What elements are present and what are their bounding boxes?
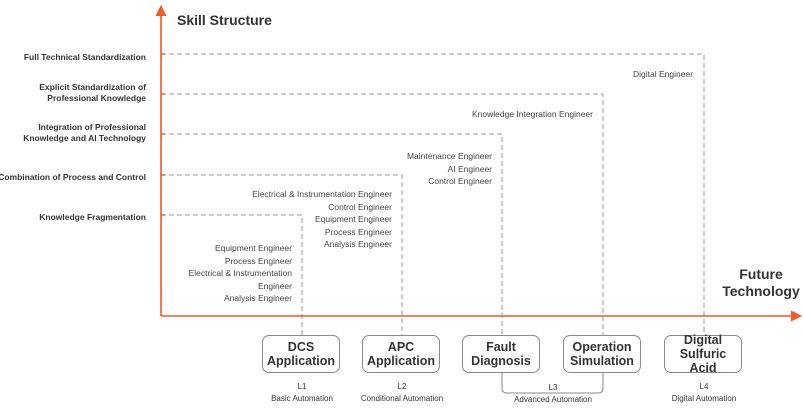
guide-line-simulation bbox=[161, 93, 604, 335]
role-item: Process Engineer bbox=[224, 255, 292, 266]
x-axis-title: Future Technology bbox=[718, 266, 804, 300]
role-item: Process Engineer bbox=[324, 226, 392, 237]
role-item: Equipment Engineer bbox=[314, 214, 392, 224]
role-item: AI Engineer bbox=[447, 163, 492, 174]
role-list-fault: Maintenance Engineer AI Engineer Control… bbox=[407, 150, 492, 188]
role-item: Equipment Engineer bbox=[214, 243, 292, 253]
role-item: Maintenance Engineer bbox=[406, 151, 492, 161]
role-item: Electrical & Instrumentation Engineer bbox=[252, 189, 392, 199]
role-list-dcs: Equipment Engineer Process Engineer Elec… bbox=[189, 242, 292, 305]
role-item: Engineer bbox=[257, 280, 292, 291]
skill-level-label: Knowledge Fragmentation bbox=[39, 212, 146, 222]
guide-line-l1 bbox=[161, 214, 303, 335]
role-item: Control Engineer bbox=[328, 201, 392, 212]
y-axis-title: Skill Structure bbox=[177, 12, 272, 28]
x-axis-title-line1: Future bbox=[739, 266, 783, 282]
guide-line-digital bbox=[161, 53, 705, 335]
role-item: Control Engineer bbox=[428, 176, 492, 186]
guide-line-fault bbox=[161, 133, 503, 335]
skill-level-label: Integration of Professional Knowledge an… bbox=[23, 122, 146, 143]
guide-line-l2 bbox=[161, 174, 403, 335]
x-axis-title-line2: Technology bbox=[722, 283, 800, 299]
role-list-apc: Electrical & Instrumentation Engineer Co… bbox=[252, 188, 392, 251]
role-item: Digital Engineer bbox=[632, 69, 693, 79]
l3-bracket bbox=[501, 373, 604, 394]
role-item: Analysis Engineer bbox=[323, 239, 392, 249]
role-item: Electrical & Instrumentation bbox=[188, 268, 292, 278]
role-list-digital: Digital Engineer bbox=[633, 68, 693, 81]
skill-level-label: Combination of Process and Control bbox=[0, 172, 146, 182]
skill-level-label: Full Technical Standardization bbox=[23, 52, 146, 62]
role-item: Analysis Engineer bbox=[223, 293, 292, 303]
role-item: Knowledge Integration Engineer bbox=[472, 109, 593, 119]
role-list-simulation: Knowledge Integration Engineer bbox=[472, 108, 593, 121]
skill-level-label: Explicit Standardization of Professional… bbox=[39, 82, 146, 103]
